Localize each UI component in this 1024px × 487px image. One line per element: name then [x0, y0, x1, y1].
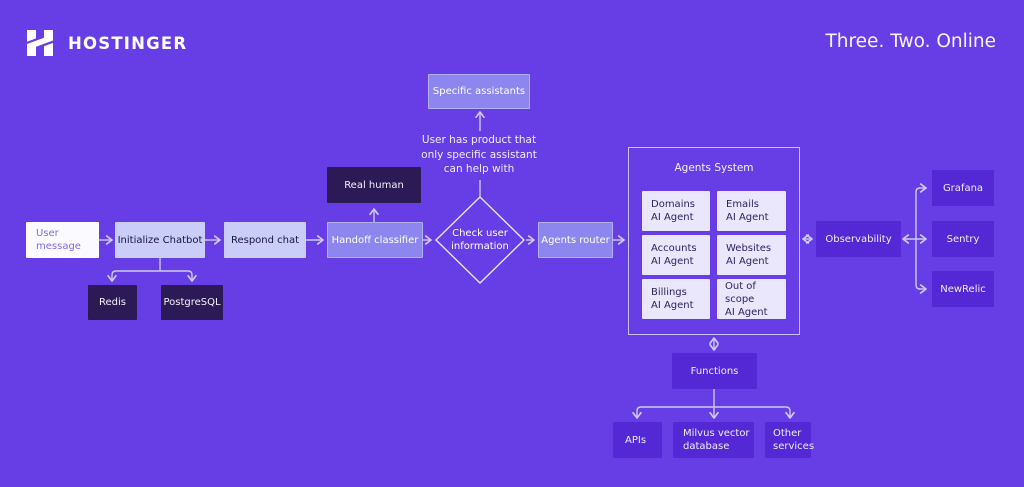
node-respond-chat: Respond chat: [224, 222, 306, 258]
hostinger-logo: HOSTINGER: [24, 26, 187, 60]
agent-box-billings: Billings AI Agent: [642, 279, 710, 319]
node-check-user-information: Check user information: [451, 228, 509, 252]
node-specific-assistants: Specific assistants: [428, 74, 530, 109]
brand-text: HOSTINGER: [68, 33, 188, 53]
node-real-human: Real human: [327, 167, 421, 203]
node-milvus-vector-database: Milvus vector database: [673, 422, 754, 458]
agent-box-accounts: Accounts AI Agent: [642, 235, 710, 275]
agents-system-title: Agents System: [674, 162, 754, 174]
node-user-message: User message: [26, 222, 99, 258]
node-agents-router: Agents router: [538, 222, 613, 258]
node-observability: Observability: [816, 221, 901, 257]
node-redis: Redis: [88, 285, 137, 320]
node-newrelic: NewRelic: [932, 271, 994, 307]
agent-box-out-of-scope: Out of scope AI Agent: [717, 279, 786, 319]
node-initialize-chatbot: Initialize Chatbot: [115, 222, 205, 258]
node-other-services: Other services: [765, 422, 814, 458]
node-postgresql: PostgreSQL: [161, 285, 223, 320]
node-functions: Functions: [672, 353, 757, 389]
node-sentry: Sentry: [932, 221, 994, 257]
node-apis: APIs: [613, 422, 662, 458]
node-handoff-classifier: Handoff classifier: [327, 222, 423, 258]
agent-box-emails: Emails AI Agent: [717, 191, 786, 231]
annotation-text: User has product that only specific assi…: [421, 134, 537, 175]
agent-box-websites: Websites AI Agent: [717, 235, 786, 275]
tagline-text: Three. Two. Online: [825, 31, 996, 52]
agent-box-domains: Domains AI Agent: [642, 191, 710, 231]
node-grafana: Grafana: [932, 170, 994, 206]
agents-system-panel: [628, 147, 800, 335]
header: HOSTINGER Three. Two. Online: [0, 0, 1024, 70]
hostinger-h-logo-icon: [27, 30, 53, 56]
